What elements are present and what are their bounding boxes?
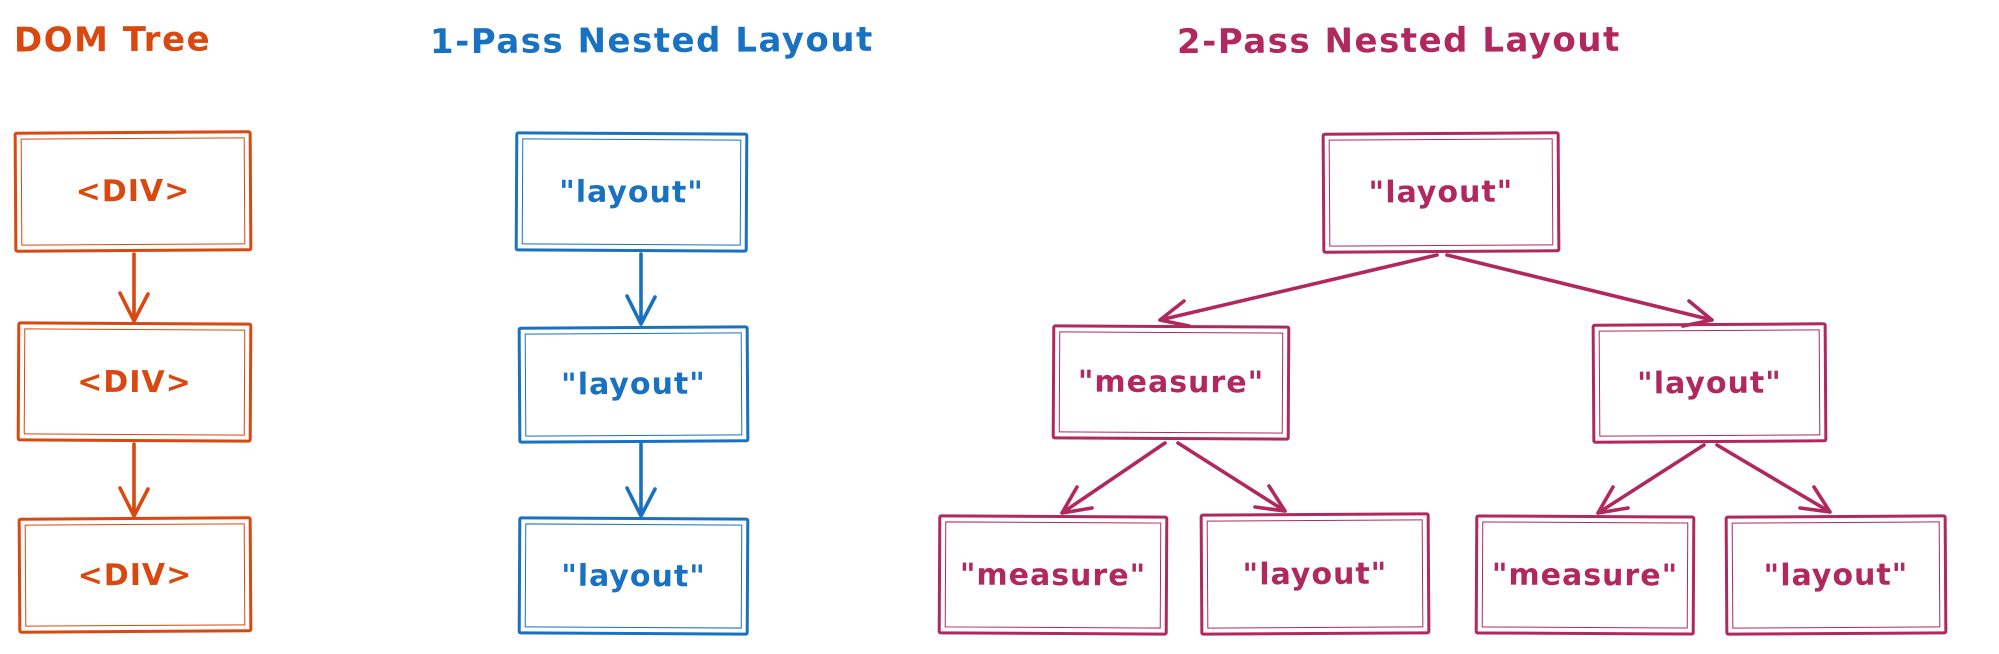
two-pass-leaf-measure-2: "measure" (1474, 514, 1696, 636)
dom-node-2: <DIV> (16, 321, 253, 443)
arrow-root-to-layout (1445, 253, 1714, 328)
arrow-layout-to-leaf-measure-2 (1596, 443, 1706, 515)
dom-node-1: <DIV> (13, 130, 253, 253)
arrow-measure-to-leaf-layout-1 (1176, 441, 1287, 513)
two-pass-layout-node: "layout" (1591, 322, 1828, 444)
one-pass-node-3: "layout" (517, 516, 750, 636)
two-pass-measure-node: "measure" (1051, 324, 1291, 441)
arrow-one-pass-1-to-2 (625, 252, 657, 326)
two-pass-leaf-layout-2: "layout" (1724, 514, 1948, 636)
dom-node-3: <DIV> (17, 516, 253, 634)
two-pass-root-layout: "layout" (1321, 131, 1561, 254)
two-pass-title: 2-Pass Nested Layout (1176, 19, 1621, 63)
one-pass-title: 1-Pass Nested Layout (429, 19, 874, 63)
arrow-root-to-measure (1158, 253, 1439, 328)
arrow-dom-1-to-2 (118, 252, 150, 323)
two-pass-leaf-measure-1: "measure" (937, 514, 1169, 636)
dom-tree-title: DOM Tree (13, 19, 212, 61)
one-pass-node-1: "layout" (514, 131, 749, 253)
arrow-dom-2-to-3 (118, 442, 150, 518)
arrow-measure-to-leaf-measure-1 (1060, 441, 1167, 515)
two-pass-leaf-layout-1: "layout" (1199, 512, 1431, 636)
one-pass-node-2: "layout" (517, 325, 750, 444)
arrow-one-pass-2-to-3 (625, 442, 657, 518)
arrow-layout-to-leaf-layout-2 (1715, 443, 1832, 514)
